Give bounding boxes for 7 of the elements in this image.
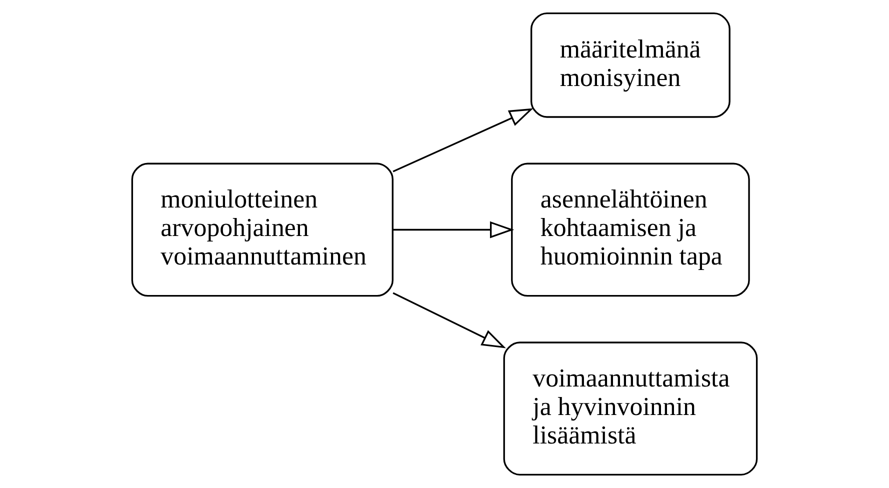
node-box: määritelmänä monisyinen [530, 12, 730, 118]
node-box: voimaannuttamista ja hyvinvoinnin lisäämistä [503, 342, 758, 476]
arrow [393, 221, 514, 238]
arrow [392, 108, 534, 172]
node-box: asennelähtöinen kohtaamisen ja huomioinnin tapa [511, 162, 750, 297]
node-box: moniulotteinen arvopohjainen voimaannuttaminen [131, 162, 394, 297]
arrow [392, 292, 506, 348]
